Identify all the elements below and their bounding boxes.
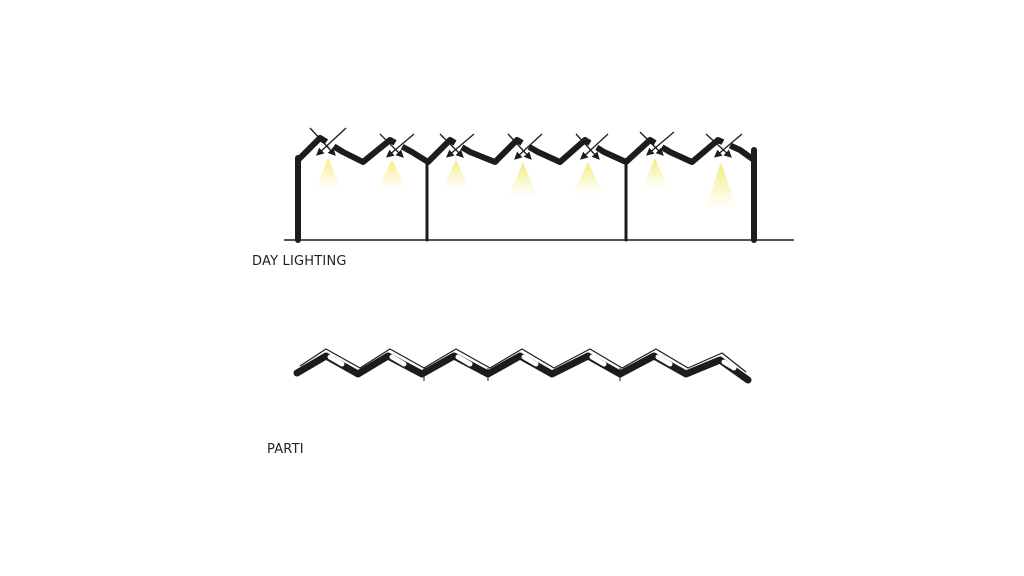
light-cone-icon	[704, 162, 738, 212]
parti-highlights	[327, 354, 737, 371]
cross-arrows-icon	[439, 133, 475, 158]
cross-arrows-icon	[507, 133, 543, 160]
parti-label: PARTI	[267, 442, 304, 457]
cross-arrows-icon	[379, 133, 415, 158]
light-cone-icon	[377, 160, 407, 190]
light-cone-icon	[316, 158, 342, 190]
light-cones	[316, 158, 738, 212]
light-cone-icon	[508, 162, 538, 198]
cross-arrows-icon	[575, 133, 609, 160]
day-lighting-section	[284, 127, 794, 243]
parti-section	[293, 348, 752, 384]
light-cone-icon	[572, 162, 604, 196]
parti-ticks	[423, 368, 621, 381]
cross-arrows-icon	[705, 133, 743, 158]
light-cone-icon	[641, 158, 669, 190]
cross-arrows-icon	[309, 127, 347, 156]
columns	[295, 147, 757, 243]
sun-rays	[309, 127, 743, 160]
day-lighting-label: DAY LIGHTING	[252, 254, 347, 269]
parti-zigzag	[293, 352, 752, 384]
light-cone-icon	[442, 160, 470, 190]
parti-offset-line	[299, 348, 747, 373]
cross-arrows-icon	[639, 131, 675, 156]
